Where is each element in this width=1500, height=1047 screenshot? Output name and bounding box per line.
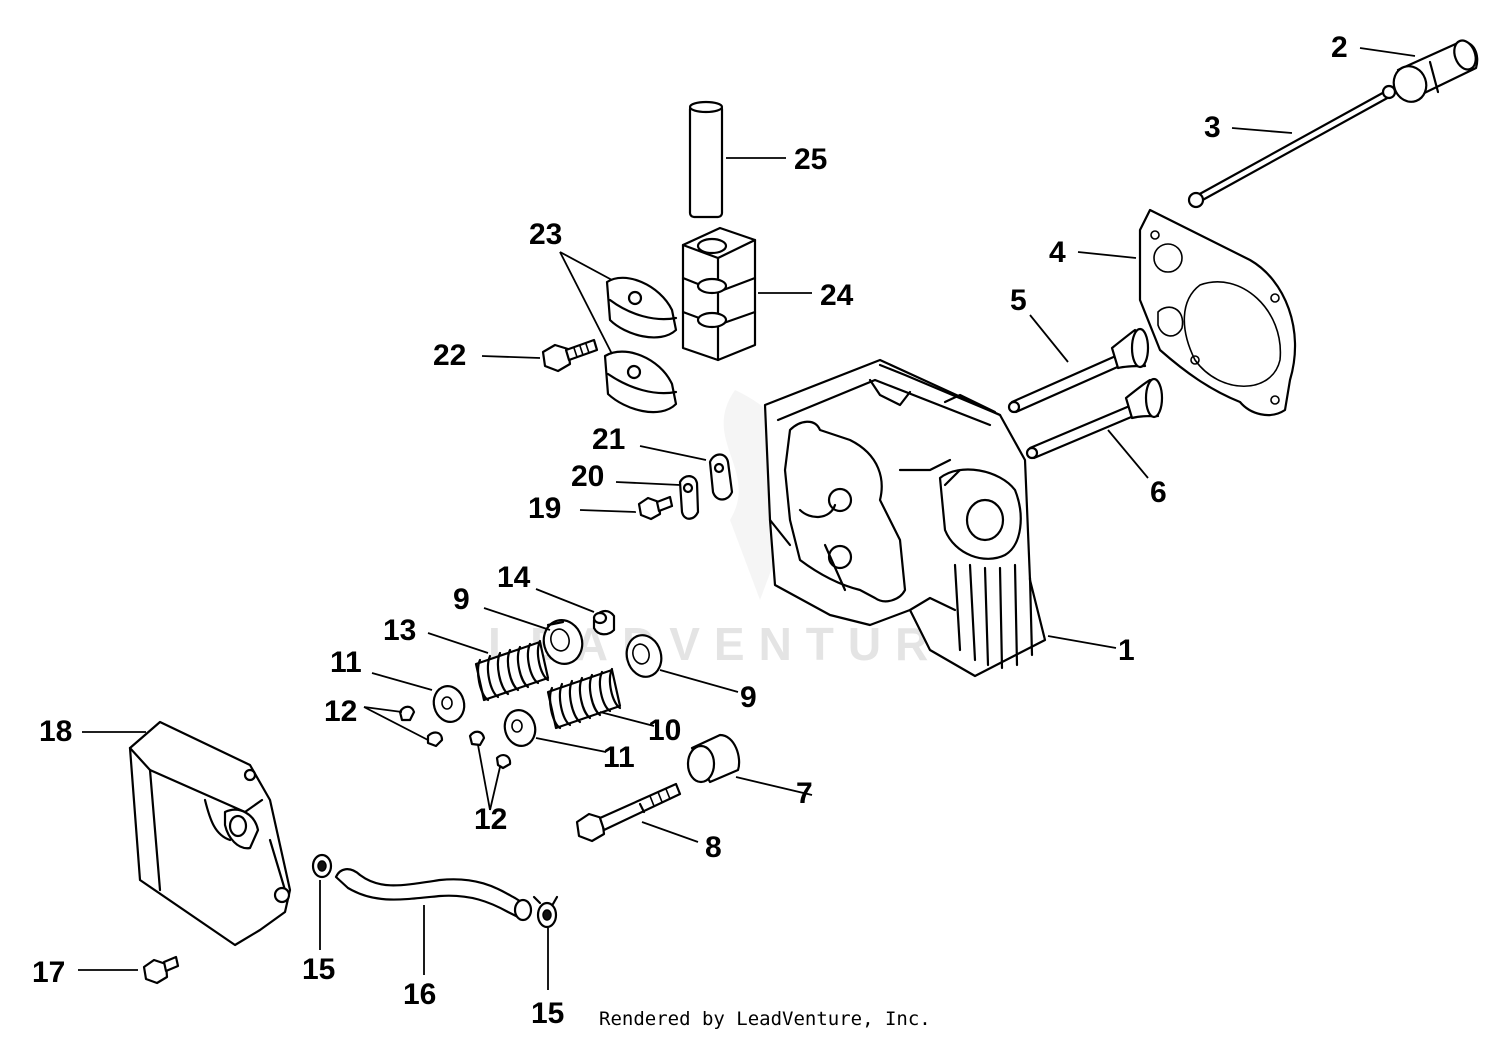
callout-9-lower: 9: [740, 681, 757, 714]
part-5-valve-intake[interactable]: [1007, 327, 1150, 414]
callout-6: 6: [1150, 476, 1167, 509]
part-8-head-bolt[interactable]: [575, 782, 682, 843]
part-15-hose-clamp-right[interactable]: [532, 895, 559, 929]
callout-18: 18: [39, 715, 72, 748]
callout-8: 8: [705, 831, 722, 864]
callout-3: 3: [1204, 111, 1221, 144]
leader-lines: [78, 47, 1416, 990]
callout-16: 16: [403, 978, 436, 1011]
part-2-tappet[interactable]: [1389, 37, 1480, 106]
callout-15-right: 15: [531, 997, 564, 1030]
callout-13: 13: [383, 614, 416, 647]
callout-11-upper: 11: [330, 646, 362, 679]
part-21-guide-plate[interactable]: [708, 453, 734, 501]
part-6-valve-exhaust[interactable]: [1025, 377, 1164, 460]
footer-credit: Rendered by LeadVenture, Inc.: [599, 1008, 931, 1030]
part-15-hose-clamp-left[interactable]: [311, 853, 333, 879]
part-14-valve-stem-cap[interactable]: [592, 610, 616, 636]
callout-10: 10: [648, 714, 681, 747]
part-4-head-gasket[interactable]: [1138, 208, 1297, 417]
callout-17: 17: [32, 956, 65, 989]
callout-9-upper: 9: [453, 583, 470, 616]
part-17-screw[interactable]: [142, 955, 180, 985]
part-24-rocker-bracket[interactable]: [681, 226, 757, 362]
callout-12-right: 12: [474, 803, 507, 836]
part-9-spring-retainer-lower[interactable]: [622, 631, 666, 680]
callout-20: 20: [571, 460, 604, 493]
callout-2: 2: [1331, 31, 1348, 64]
callout-23: 23: [529, 218, 562, 251]
part-3-push-rod[interactable]: [1187, 84, 1397, 209]
part-18-rocker-cover[interactable]: [128, 720, 292, 947]
part-11-spring-seat-upper[interactable]: [430, 683, 468, 726]
part-22-bolt[interactable]: [541, 338, 599, 373]
part-13-valve-spring[interactable]: [474, 639, 550, 702]
callout-24: 24: [820, 279, 854, 312]
callout-12-left: 12: [324, 695, 357, 728]
callout-25: 25: [794, 143, 827, 176]
callout-11-lower: 11: [603, 741, 635, 774]
part-9-spring-retainer-upper[interactable]: [539, 616, 587, 668]
callout-1: 1: [1118, 634, 1135, 667]
part-23-rocker-arm-upper[interactable]: [605, 276, 678, 339]
part-19-screw[interactable]: [637, 495, 674, 521]
part-10-valve-spring[interactable]: [546, 667, 622, 730]
callout-22: 22: [433, 339, 466, 372]
part-12-valve-keeper[interactable]: [398, 705, 512, 770]
part-1-cylinder-head[interactable]: [763, 358, 1047, 678]
part-20-guide-plate[interactable]: [678, 475, 700, 520]
part-23-rocker-arm-lower[interactable]: [603, 350, 678, 414]
callout-7: 7: [796, 777, 813, 810]
part-7-spacer[interactable]: [686, 733, 741, 784]
callout-21: 21: [592, 423, 625, 456]
part-16-breather-hose[interactable]: [334, 868, 533, 922]
callout-5: 5: [1010, 284, 1027, 317]
callout-19: 19: [528, 492, 561, 525]
callout-labels: 1 2 3 4 5 6 7 8 9 9 10 11 11 12 12 13 14…: [32, 31, 1348, 1030]
callout-14: 14: [497, 561, 531, 594]
part-25-pin[interactable]: [688, 100, 724, 219]
part-11-spring-seat-lower[interactable]: [501, 707, 539, 750]
callout-4: 4: [1049, 236, 1066, 269]
callout-15-left: 15: [302, 953, 335, 986]
